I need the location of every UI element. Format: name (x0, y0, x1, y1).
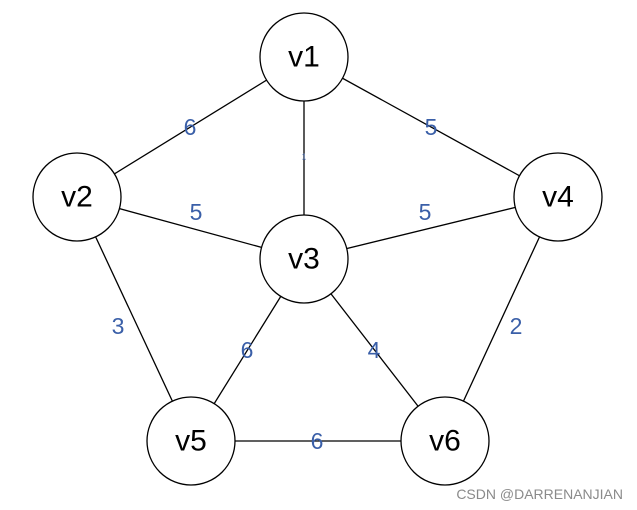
node-label-v6: v6 (429, 425, 461, 458)
watermark: CSDN @DARRENANJIAN (456, 486, 623, 502)
node-label-v4: v4 (542, 181, 574, 214)
edge-weight-v4-v6: 2 (510, 313, 523, 339)
node-v6: v6 (400, 396, 490, 486)
node-v1: v1 (259, 12, 349, 102)
edge-v4-v6 (444, 196, 559, 442)
nodes-layer: v1 v2 v3 v4 v5 v6 (32, 12, 603, 486)
node-circle-v6 (400, 396, 490, 486)
edge-weight-v2-v3: 5 (190, 199, 203, 225)
node-label-v5: v5 (175, 425, 207, 458)
edge-weight-v3-v5: 6 (241, 337, 254, 363)
node-circle-v5 (146, 396, 236, 486)
edge-weight-v1-v3: 1 (302, 153, 307, 162)
node-v5: v5 (146, 396, 236, 486)
node-v4: v4 (513, 152, 603, 242)
node-circle-v4 (513, 152, 603, 242)
node-circle-v2 (32, 152, 122, 242)
node-circle-v3 (259, 214, 349, 304)
edge-weight-v1-v4: 5 (425, 114, 438, 140)
edge-weight-v3-v4: 5 (419, 199, 432, 225)
edge-v2-v5 (76, 196, 192, 442)
node-label-v1: v1 (288, 41, 320, 74)
edge-weight-v1-v2: 6 (184, 114, 197, 140)
edge-weight-v5-v6: 6 (311, 428, 324, 454)
node-label-v3: v3 (288, 243, 320, 276)
node-v3: v3 (259, 214, 349, 304)
weights-layer: 6 1 5 5 5 3 6 4 2 6 (112, 114, 523, 454)
edge-weight-v2-v5: 3 (112, 313, 125, 339)
node-v2: v2 (32, 152, 122, 242)
node-label-v2: v2 (61, 181, 93, 214)
edge-v1-v4 (303, 56, 559, 198)
node-circle-v1 (259, 12, 349, 102)
edge-weight-v3-v6: 4 (368, 337, 381, 363)
